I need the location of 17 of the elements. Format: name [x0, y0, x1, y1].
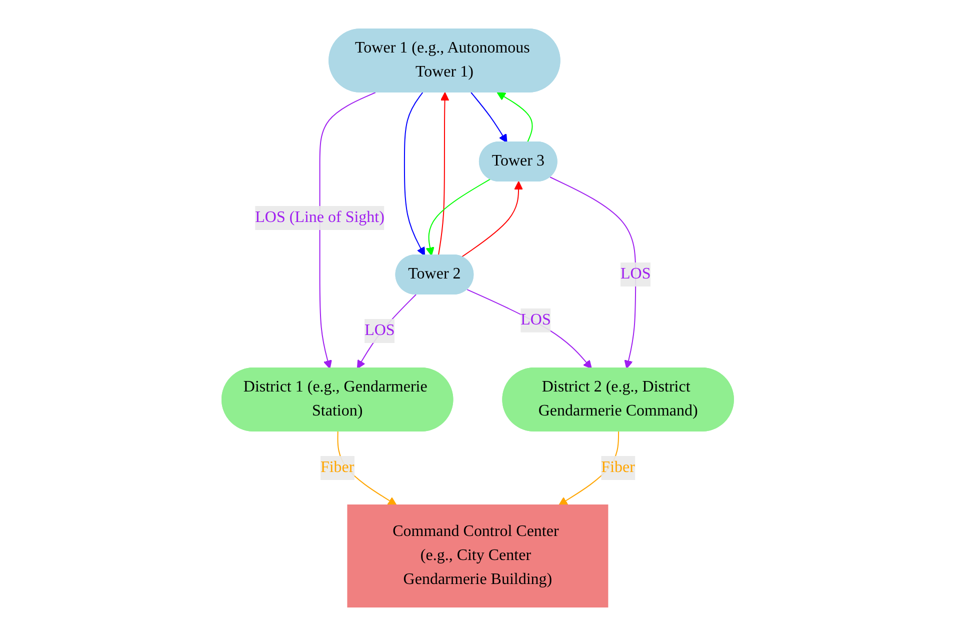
node-box: Command Control Center (e.g., City Center Gendarmerie Building): [347, 504, 608, 608]
arrow: [496, 92, 533, 143]
arrow: [549, 176, 636, 369]
arrow: [404, 92, 425, 256]
edge-label: Fiber: [600, 458, 635, 476]
edge-label: LOS: [364, 322, 395, 339]
arrow: [356, 294, 416, 369]
arrow: [460, 181, 523, 258]
arrow: [466, 289, 592, 369]
arrow: [425, 178, 490, 256]
edge-label: LOS (Line of Sight): [254, 208, 384, 226]
arrow: [319, 92, 376, 369]
edge-label: Fiber: [320, 458, 354, 476]
arrow: [470, 92, 508, 143]
edge-label: LOS: [520, 311, 551, 328]
edge-label: LOS: [620, 265, 651, 282]
arrow: [438, 92, 449, 256]
